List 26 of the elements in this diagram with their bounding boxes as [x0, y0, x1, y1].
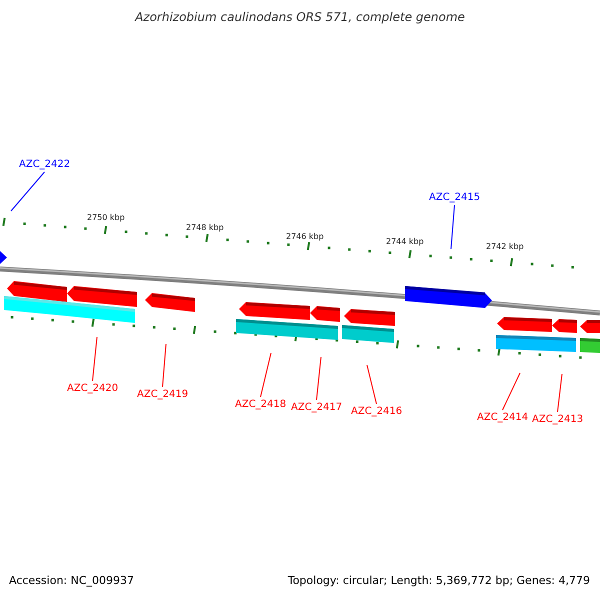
gene-label: AZC_2413 [532, 413, 584, 426]
genome-summary-text: Topology: circular; Length: 5,369,772 bp; Genes: 4,779 [288, 574, 590, 587]
gene-label: AZC_2420 [67, 382, 118, 395]
diagram-title: Azorhizobium caulinodans ORS 571, complete genome [134, 11, 466, 24]
gene-label: AZC_2418 [235, 398, 286, 411]
leader-line [162, 344, 166, 388]
gene-label: AZC_2417 [291, 401, 342, 414]
leader-line [366, 364, 377, 404]
leader-line [260, 352, 272, 398]
leader-line [10, 172, 45, 212]
scale-label: 2748 kbp [186, 222, 224, 234]
gene-label: AZC_2422 [19, 158, 70, 171]
gene-label: AZC_2416 [351, 405, 402, 418]
scale-label: 2744 kbp [386, 236, 424, 248]
leader-line [316, 356, 322, 400]
leader-line [92, 336, 98, 382]
scale-label: 2746 kbp [286, 231, 324, 243]
leader-line [450, 204, 455, 250]
accession-text: Accession: NC_009937 [9, 574, 134, 587]
gene-label: AZC_2414 [477, 411, 528, 424]
scale-label: 2750 kbp [87, 212, 125, 224]
scale-label: 2742 kbp [486, 241, 524, 253]
gene-label: AZC_2415 [429, 191, 480, 204]
gene-label: AZC_2419 [137, 388, 188, 401]
leader-line [502, 372, 520, 410]
leader-line [557, 374, 562, 412]
